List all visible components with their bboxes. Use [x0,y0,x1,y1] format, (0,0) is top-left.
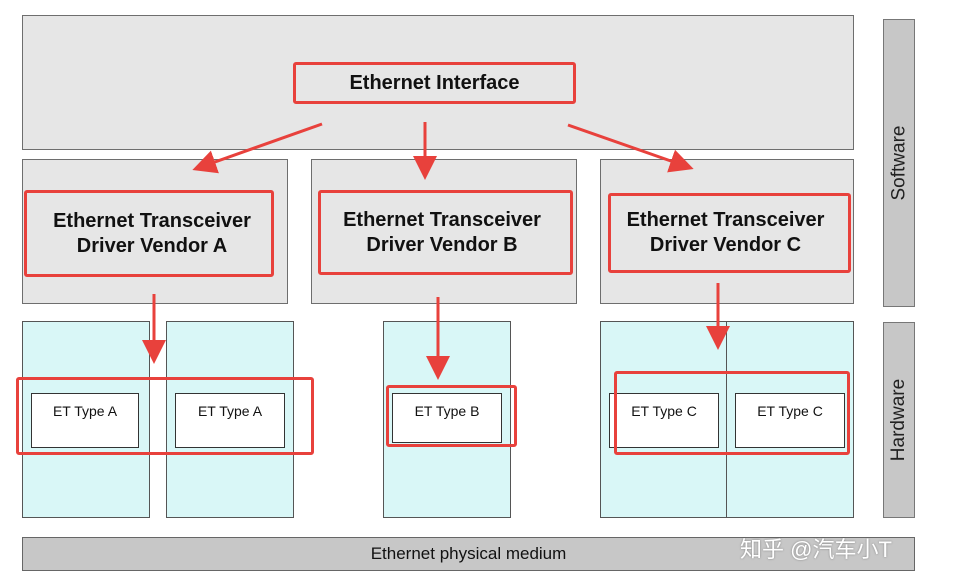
physical-medium-bar: Ethernet physical medium [22,537,915,571]
interface-label: Ethernet Interface [349,71,520,94]
software-side-label: Software [883,19,915,307]
hardware-highlight-c [614,371,850,455]
driver-box-vendor-c [600,159,854,304]
interface-layer-box [22,15,854,150]
driver-highlight-b [318,190,573,275]
driver-highlight-c [608,193,851,273]
driver-highlight-a [24,190,274,277]
hardware-highlight-b [386,385,517,447]
driver-box-vendor-b [311,159,577,304]
interface-highlight [293,62,576,104]
et-type-b-box: ET Type B [392,393,502,443]
driver-label-a-line2: Driver Vendor A [76,234,228,257]
et-type-c-box-1: ET Type C [609,393,719,448]
driver-box-vendor-a [22,159,288,304]
et-type-a-box-1: ET Type A [31,393,139,448]
driver-label-a: Ethernet Transceiver Driver Vendor A [24,190,280,277]
arrow-interface-to-a [192,122,323,174]
driver-label-c-line1: Ethernet Transceiver [626,209,825,231]
arrow-interface-to-c [567,123,694,173]
driver-label-a-line1: Ethernet Transceiver [53,209,251,232]
driver-label-c-line2: Driver Vendor C [649,234,802,256]
hardware-side-label: Hardware [883,322,915,518]
et-type-c-box-2: ET Type C [735,393,845,448]
driver-label-c: Ethernet Transceiver Driver Vendor C [608,193,843,273]
driver-label-b-line1: Ethernet Transceiver [343,208,541,231]
watermark-text: 知乎 @汽车小T [740,537,892,562]
et-type-a-box-2: ET Type A [175,393,285,448]
driver-label-b-line2: Driver Vendor B [366,233,518,256]
driver-label-b: Ethernet Transceiver Driver Vendor B [318,190,566,275]
physical-medium-label: Ethernet physical medium [370,544,567,563]
hardware-highlight-a [16,377,314,455]
